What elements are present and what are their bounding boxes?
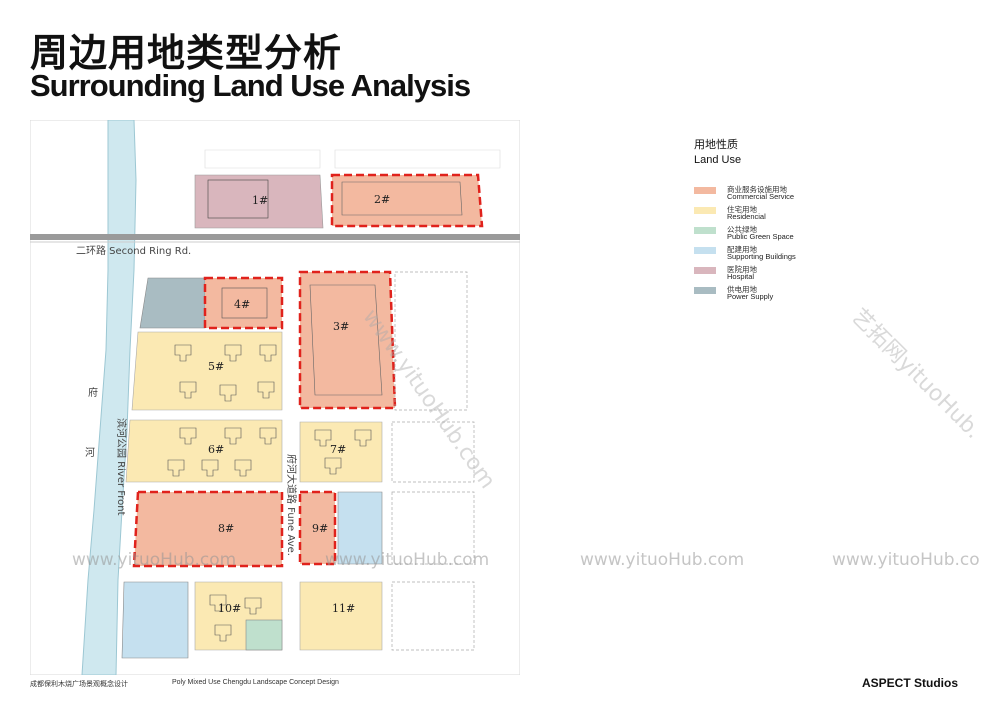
plot-label-11: 11# — [332, 602, 355, 615]
plot-label-6: 6# — [208, 443, 224, 456]
legend-label-en: Residencial — [727, 212, 766, 221]
plot-8-commercial — [132, 490, 284, 568]
legend-swatch — [694, 187, 716, 194]
legend-swatch — [694, 207, 716, 214]
plot-label-10: 10# — [218, 602, 241, 615]
legend-label-cn: 配建用地 — [727, 245, 757, 254]
plot-11-residential — [299, 581, 383, 651]
legend-label-cn: 医院用地 — [727, 265, 757, 274]
plot-6-residential — [125, 419, 283, 483]
supporting-plot-west — [121, 581, 189, 659]
plot-label-7: 7# — [330, 443, 346, 456]
watermark-2: www.yituoHub.com — [325, 550, 490, 570]
river-char-2: 河 — [85, 447, 95, 459]
plot-3-commercial — [298, 270, 397, 410]
legend-swatch — [694, 247, 716, 254]
road-label-second-ring: 二环路 Second Ring Rd. — [76, 244, 191, 257]
brand-logo: ASPECT Studios — [862, 676, 959, 690]
second-ring-road — [30, 234, 520, 240]
legend-title-en: Land Use — [694, 154, 742, 166]
land-use-map: 府 河 二环路 Second Ring Rd. — [30, 120, 520, 675]
supporting-plot-9 — [337, 491, 383, 565]
plot-label-4: 4# — [234, 298, 250, 311]
watermark-1: www.yituoHub.com — [72, 550, 237, 570]
plot-7-residential — [299, 421, 383, 483]
legend-label-en: Commercial Service — [727, 192, 795, 201]
river-char-1: 府 — [88, 386, 98, 399]
legend-swatch — [694, 227, 716, 234]
legend-label-cn: 商业服务设施用地 — [727, 185, 787, 194]
plot-label-2: 2# — [374, 193, 390, 206]
plot-label-5: 5# — [208, 360, 224, 373]
page-title-cn: 周边用地类型分析 — [30, 31, 343, 75]
plot-2-commercial — [330, 173, 484, 228]
watermark-diagonal-2: 艺拓网yituoHub. — [846, 304, 986, 444]
plot-5-residential — [131, 331, 283, 411]
plot-label-1: 1# — [252, 194, 268, 207]
plot-4-commercial — [203, 276, 284, 330]
legend-label-en: Public Green Space — [727, 232, 794, 241]
legend-title-cn: 用地性质 — [694, 138, 738, 151]
footer-project-en: Poly Mixed Use Chengdu Landscape Concept… — [172, 679, 339, 686]
road-label-fune-ave: 府河大道路 Fune Ave. — [285, 454, 298, 556]
legend-label-cn: 住宅用地 — [727, 205, 757, 214]
footer-project-cn: 成都保利木烧广场景观概念设计 — [30, 680, 128, 688]
road-label-river-front: 滨河公园 River Front — [115, 418, 128, 516]
legend-label-cn: 公共绿地 — [727, 225, 757, 234]
plot-label-8: 8# — [218, 522, 234, 535]
legend-label-en: Power Supply — [727, 292, 774, 301]
plot-1-hospital — [194, 174, 324, 229]
legend-label-en: Hospital — [727, 272, 755, 281]
legend-swatch — [694, 267, 716, 274]
page-title-en: Surrounding Land Use Analysis — [30, 68, 471, 103]
river — [81, 120, 137, 675]
legend-label-en: Supporting Buildings — [727, 252, 796, 261]
plot-9-commercial — [298, 490, 337, 566]
legend-swatch — [694, 287, 716, 294]
green-space-plot — [245, 619, 283, 651]
legend-label-cn: 供电用地 — [727, 285, 757, 294]
watermark-3: www.yituoHub.com — [580, 550, 745, 570]
plot-label-3: 3# — [333, 320, 349, 333]
power-supply-plot — [139, 277, 206, 329]
plot-label-9: 9# — [312, 522, 328, 535]
watermark-4: www.yituoHub.co — [832, 550, 980, 570]
